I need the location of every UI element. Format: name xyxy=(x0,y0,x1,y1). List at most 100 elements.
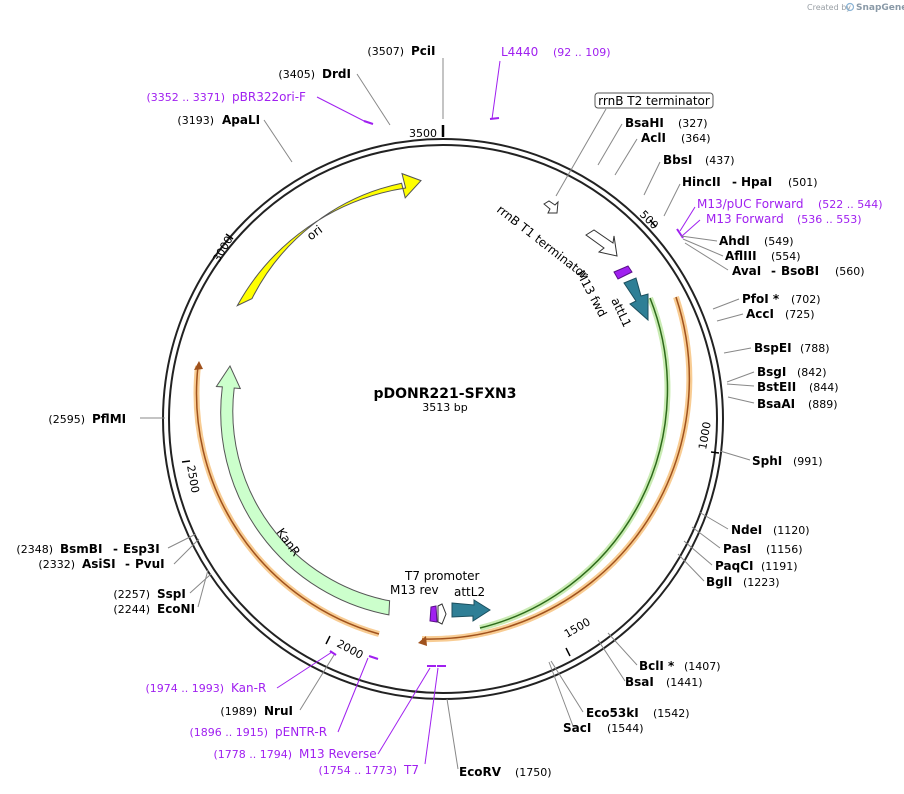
bsmbi-dash: - xyxy=(113,542,118,556)
l4440-name: L4440 xyxy=(501,45,538,59)
ndei-leader xyxy=(698,511,729,530)
attl1-arrow xyxy=(623,277,649,322)
bsmbi-name: BsmBI xyxy=(60,542,102,556)
bsai-leader xyxy=(597,639,626,682)
orange-arc-left xyxy=(195,365,380,635)
pbr322ori-f-range: (3352 .. 3371) xyxy=(146,91,225,104)
credit-brand: SnapGene xyxy=(856,3,904,13)
sspi-pos: (2257) xyxy=(113,588,150,601)
primer-leaders xyxy=(276,60,701,765)
rrnb-t2-label: rrnB T2 terminator xyxy=(598,94,710,108)
pfoi-pos: (702) xyxy=(791,293,821,306)
m13-rev-label: M13 rev xyxy=(390,583,439,597)
paqci-name: PaqCI xyxy=(715,559,753,573)
pvui-name: PvuI xyxy=(135,557,165,571)
paqci-pos: (1191) xyxy=(761,560,798,573)
asisi-name: AsiSI xyxy=(82,557,116,571)
bcli-leader xyxy=(607,632,638,666)
bbsi-name: BbsI xyxy=(663,153,692,167)
tick-label-2000: 2000 xyxy=(335,637,366,662)
hincii-leader xyxy=(663,183,681,217)
ecorv-name: EcoRV xyxy=(459,765,502,779)
pasi-name: PasI xyxy=(723,542,751,556)
afliii-pos: (554) xyxy=(771,250,801,263)
green-arc-halo xyxy=(479,296,671,631)
t7-name: T7 xyxy=(403,763,419,777)
site-leaders xyxy=(140,58,755,770)
hincii-pos: (501) xyxy=(788,176,818,189)
tick-label-2500: 2500 xyxy=(184,464,202,494)
nrui-leader xyxy=(299,654,335,711)
tick-label-1000: 1000 xyxy=(696,421,714,451)
ecorv-pos: (1750) xyxy=(515,766,552,779)
pentr-r-range: (1896 .. 1915) xyxy=(189,726,268,739)
nrui-name: NruI xyxy=(264,704,293,718)
pbr322ori-f-name: pBR322ori-F xyxy=(232,90,306,104)
snapgene-logo-icon xyxy=(845,2,855,12)
asisi-leader xyxy=(173,538,200,565)
esp3i-name: Esp3I xyxy=(123,542,160,556)
m13-forward-leader xyxy=(681,219,701,237)
pfoi-name: PfoI * xyxy=(742,292,780,306)
pflmi-pos: (2595) xyxy=(48,413,85,426)
l4440-marker xyxy=(489,117,500,120)
bsaai-pos: (889) xyxy=(808,398,838,411)
afliii-name: AflIII xyxy=(725,249,757,263)
orange-arc-right xyxy=(421,296,691,640)
tick-mark-1000 xyxy=(710,451,720,454)
acli-name: AclI xyxy=(641,131,666,145)
m13-fwd-primer xyxy=(613,265,633,280)
bsmbi-pos: (2348) xyxy=(16,543,53,556)
drdi-pos: (3405) xyxy=(278,68,315,81)
hpai-name-text: HpaI xyxy=(741,175,772,189)
rrnb-t2-leader xyxy=(555,108,607,197)
m13-puc-forward-leader xyxy=(679,206,696,232)
avai-name: AvaI xyxy=(732,264,761,278)
orange-arc-right-arrowhead xyxy=(418,636,427,646)
sspi-leader xyxy=(189,573,212,594)
econi-name: EcoNI xyxy=(157,602,195,616)
sphi-name: SphI xyxy=(752,454,782,468)
m13-puc-forward-name: M13/pUC Forward xyxy=(697,197,804,211)
kanr-arrow xyxy=(215,364,391,616)
kan-r-range: (1974 .. 1993) xyxy=(145,682,224,695)
acci-pos: (725) xyxy=(785,308,815,321)
econi-pos: (2244) xyxy=(113,603,150,616)
site-labels: (3507) PciI (3405) DrdI (3193) ApaLI Bsa… xyxy=(16,44,864,779)
sspi-name: SspI xyxy=(157,587,186,601)
ahdi-pos: (549) xyxy=(764,235,794,248)
bspei-name: BspEI xyxy=(754,341,792,355)
eco53ki-pos: (1542) xyxy=(653,707,690,720)
acci-leader xyxy=(716,313,744,322)
apali-pos: (3193) xyxy=(177,114,214,127)
saci-name: SacI xyxy=(563,721,591,735)
rrnb-t2-terminator-arrow xyxy=(543,200,559,214)
pentr-r-leader xyxy=(337,657,369,733)
l4440-range: (92 .. 109) xyxy=(553,46,611,59)
bcli-pos: (1407) xyxy=(684,660,721,673)
bgli-leader xyxy=(677,553,705,582)
ahdi-name: AhdI xyxy=(719,234,750,248)
kan-r-marker xyxy=(329,650,337,656)
tick-mark-500 xyxy=(649,219,657,228)
bbsi-leader xyxy=(643,161,661,196)
pentr-r-marker xyxy=(368,655,379,660)
apali-name: ApaLI xyxy=(222,113,260,127)
pcii-pos: (3507) xyxy=(367,45,404,58)
m13-reverse-name: M13 Reverse xyxy=(299,747,377,761)
avai-leader xyxy=(684,242,729,271)
bsobi-name: BsoBI xyxy=(781,264,819,278)
pbr322ori-f-leader xyxy=(316,96,367,123)
bsai-name: BsaI xyxy=(625,675,654,689)
apali-leader xyxy=(263,119,293,163)
kan-r-leader xyxy=(276,651,333,689)
ndei-name: NdeI xyxy=(731,523,762,537)
backbone-outer-circle xyxy=(162,138,724,700)
saci-pos: (1544) xyxy=(607,722,644,735)
attl2-label: attL2 xyxy=(454,585,485,599)
paqci-leader xyxy=(683,540,713,566)
attl1-label: attL1 xyxy=(608,295,634,329)
ori-label: ori xyxy=(304,223,325,244)
